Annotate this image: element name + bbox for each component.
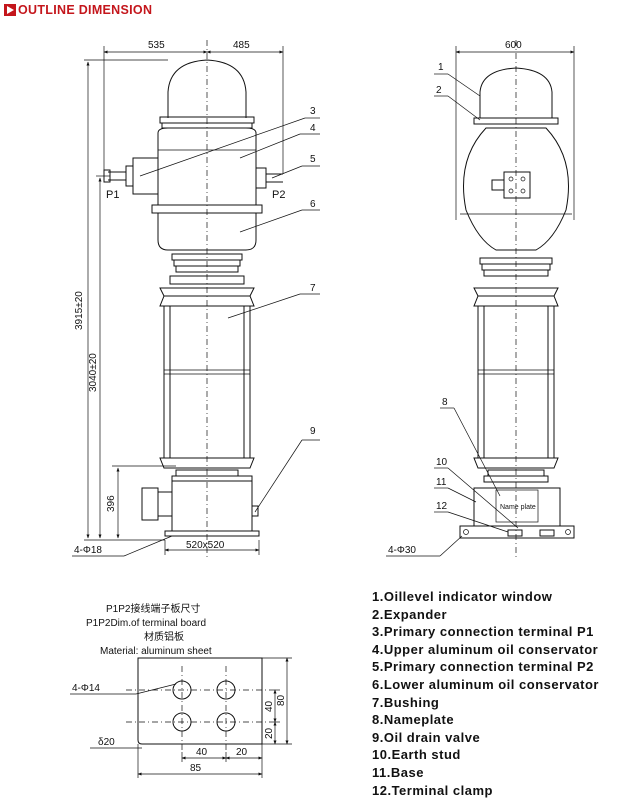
legend-item: 11.Base bbox=[372, 764, 424, 780]
component-legend: 1.Oillevel indicator window 2.Expander 3… bbox=[372, 588, 599, 799]
callout-7: 7 bbox=[310, 283, 316, 294]
callout-3: 3 bbox=[310, 106, 316, 117]
dim-520x520: 520x520 bbox=[186, 540, 225, 551]
dim-v80: 80 bbox=[276, 694, 287, 706]
legend-item: 3.Primary connection terminal P1 bbox=[372, 624, 594, 640]
label-4-phi30: 4-Φ30 bbox=[388, 545, 416, 556]
legend-item: 12.Terminal clamp bbox=[372, 782, 493, 798]
dim-h40: 40 bbox=[196, 747, 208, 758]
callout-8: 8 bbox=[442, 397, 448, 408]
callout-4: 4 bbox=[310, 123, 316, 134]
legend-item: 10.Earth stud bbox=[372, 747, 461, 763]
callout-6: 6 bbox=[310, 199, 316, 210]
legend-item: 5.Primary connection terminal P2 bbox=[372, 659, 594, 675]
legend-item: 1.Oillevel indicator window bbox=[372, 589, 553, 604]
label-4-phi14: 4-Φ14 bbox=[72, 683, 100, 694]
section-header: OUTLINE DIMENSION bbox=[4, 2, 152, 18]
front-view: 535 485 3915±20 3040±20 396 520x520 4-Φ1… bbox=[72, 40, 320, 560]
callout-2: 2 bbox=[436, 85, 442, 96]
label-thickness: δ20 bbox=[98, 737, 115, 748]
terminal-board: P1P2接线端子板尺寸 P1P2Dim.of terminal board 材质… bbox=[70, 602, 292, 778]
board-title-en: P1P2Dim.of terminal board bbox=[86, 618, 206, 629]
dim-3040: 3040±20 bbox=[88, 353, 99, 392]
callout-9: 9 bbox=[310, 426, 316, 437]
side-view: Name plate 600 4-Φ30 1 2 8 10 11 12 bbox=[386, 40, 575, 560]
callout-10: 10 bbox=[436, 457, 448, 468]
legend-item: 4.Upper aluminum oil conservator bbox=[372, 641, 599, 657]
dim-396: 396 bbox=[106, 495, 117, 512]
label-p1: P1 bbox=[106, 189, 119, 201]
callout-5: 5 bbox=[310, 154, 316, 165]
dim-h85: 85 bbox=[190, 763, 202, 774]
label-p2: P2 bbox=[272, 189, 285, 201]
dim-h20: 20 bbox=[236, 747, 248, 758]
callout-11: 11 bbox=[436, 477, 447, 488]
board-material-cn: 材质铝板 bbox=[144, 630, 184, 643]
legend-item: 6.Lower aluminum oil conservator bbox=[372, 676, 599, 692]
play-triangle-icon bbox=[4, 4, 16, 16]
dim-v20: 20 bbox=[264, 727, 275, 739]
dim-535: 535 bbox=[148, 40, 165, 51]
legend-item: 7.Bushing bbox=[372, 694, 440, 710]
legend-item: 2.Expander bbox=[372, 606, 448, 622]
label-4-phi18: 4-Φ18 bbox=[74, 545, 102, 556]
callout-1: 1 bbox=[438, 62, 444, 73]
section-title: OUTLINE DIMENSION bbox=[18, 3, 153, 17]
legend-item: 9.Oil drain valve bbox=[372, 729, 481, 745]
nameplate-text: Name plate bbox=[500, 504, 536, 511]
board-material-en: Material: aluminum sheet bbox=[100, 646, 212, 657]
dim-600: 600 bbox=[505, 40, 522, 51]
legend-item: 8.Nameplate bbox=[372, 712, 455, 728]
dim-3915: 3915±20 bbox=[74, 291, 85, 330]
board-title-cn: P1P2接线端子板尺寸 bbox=[106, 602, 200, 615]
dim-485: 485 bbox=[233, 40, 250, 51]
dim-v40: 40 bbox=[264, 700, 275, 712]
callout-12: 12 bbox=[436, 501, 448, 512]
